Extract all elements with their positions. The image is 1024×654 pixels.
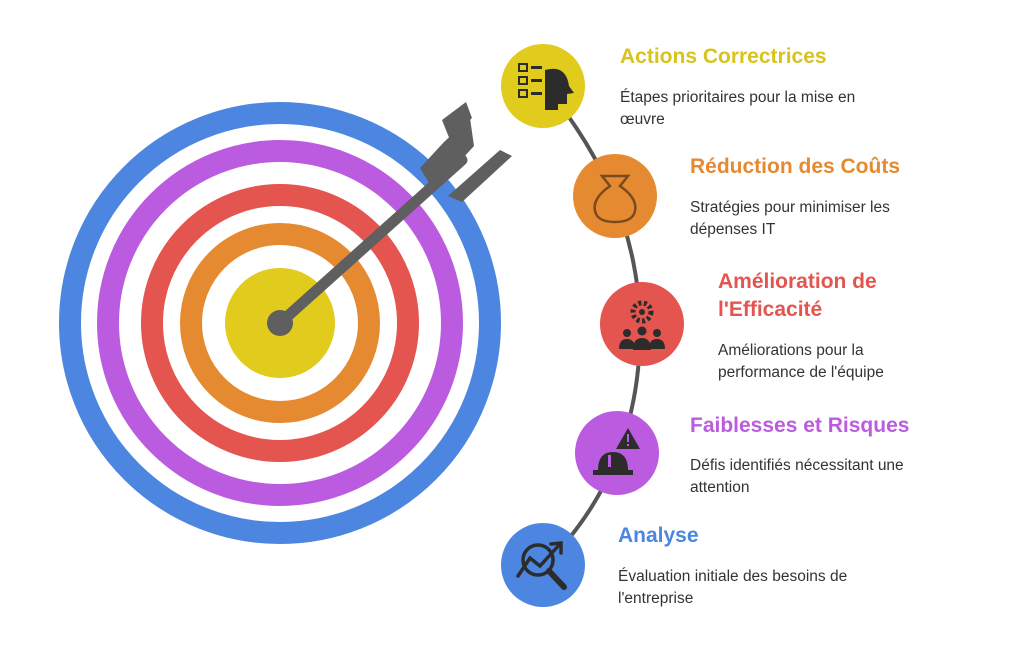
target-ring-red xyxy=(141,184,419,462)
item-circle-actions xyxy=(501,44,585,128)
item-title-couts: Réduction des Coûts xyxy=(690,155,901,178)
arrow-fletching xyxy=(420,102,512,202)
arrow-tip xyxy=(267,310,293,336)
checklist-head-icon xyxy=(518,63,574,110)
item-circle-couts xyxy=(573,154,657,238)
money-bag-icon xyxy=(593,174,637,224)
target-ring-purple xyxy=(97,140,463,506)
item-circle-risques xyxy=(575,411,659,495)
item-title-analyse: Analyse xyxy=(618,524,699,547)
hazard-warning-icon xyxy=(593,428,640,475)
item-desc-efficacite: Améliorations pour la performance de l'é… xyxy=(718,342,884,381)
magnifier-trend-icon xyxy=(516,541,567,590)
target-ring-blue xyxy=(59,102,501,544)
item-circle-analyse xyxy=(501,523,585,607)
arrow xyxy=(267,102,512,336)
item-title-actions: Actions Correctrices xyxy=(620,45,827,68)
item-circle-efficacite xyxy=(600,282,684,366)
item-desc-analyse: Évaluation initiale des besoins de l'ent… xyxy=(618,568,848,607)
team-gear-icon xyxy=(619,300,665,350)
item-desc-risques: Défis identifiés nécessitant une attenti… xyxy=(690,457,904,496)
item-desc-actions: Étapes prioritaires pour la mise en œuvr… xyxy=(620,89,856,128)
target-ring-orange xyxy=(180,223,380,423)
item-title-efficacite: Amélioration de l'Efficacité xyxy=(718,270,877,321)
item-desc-couts: Stratégies pour minimiser les dépenses I… xyxy=(690,199,890,238)
item-title-risques: Faiblesses et Risques xyxy=(690,414,910,437)
